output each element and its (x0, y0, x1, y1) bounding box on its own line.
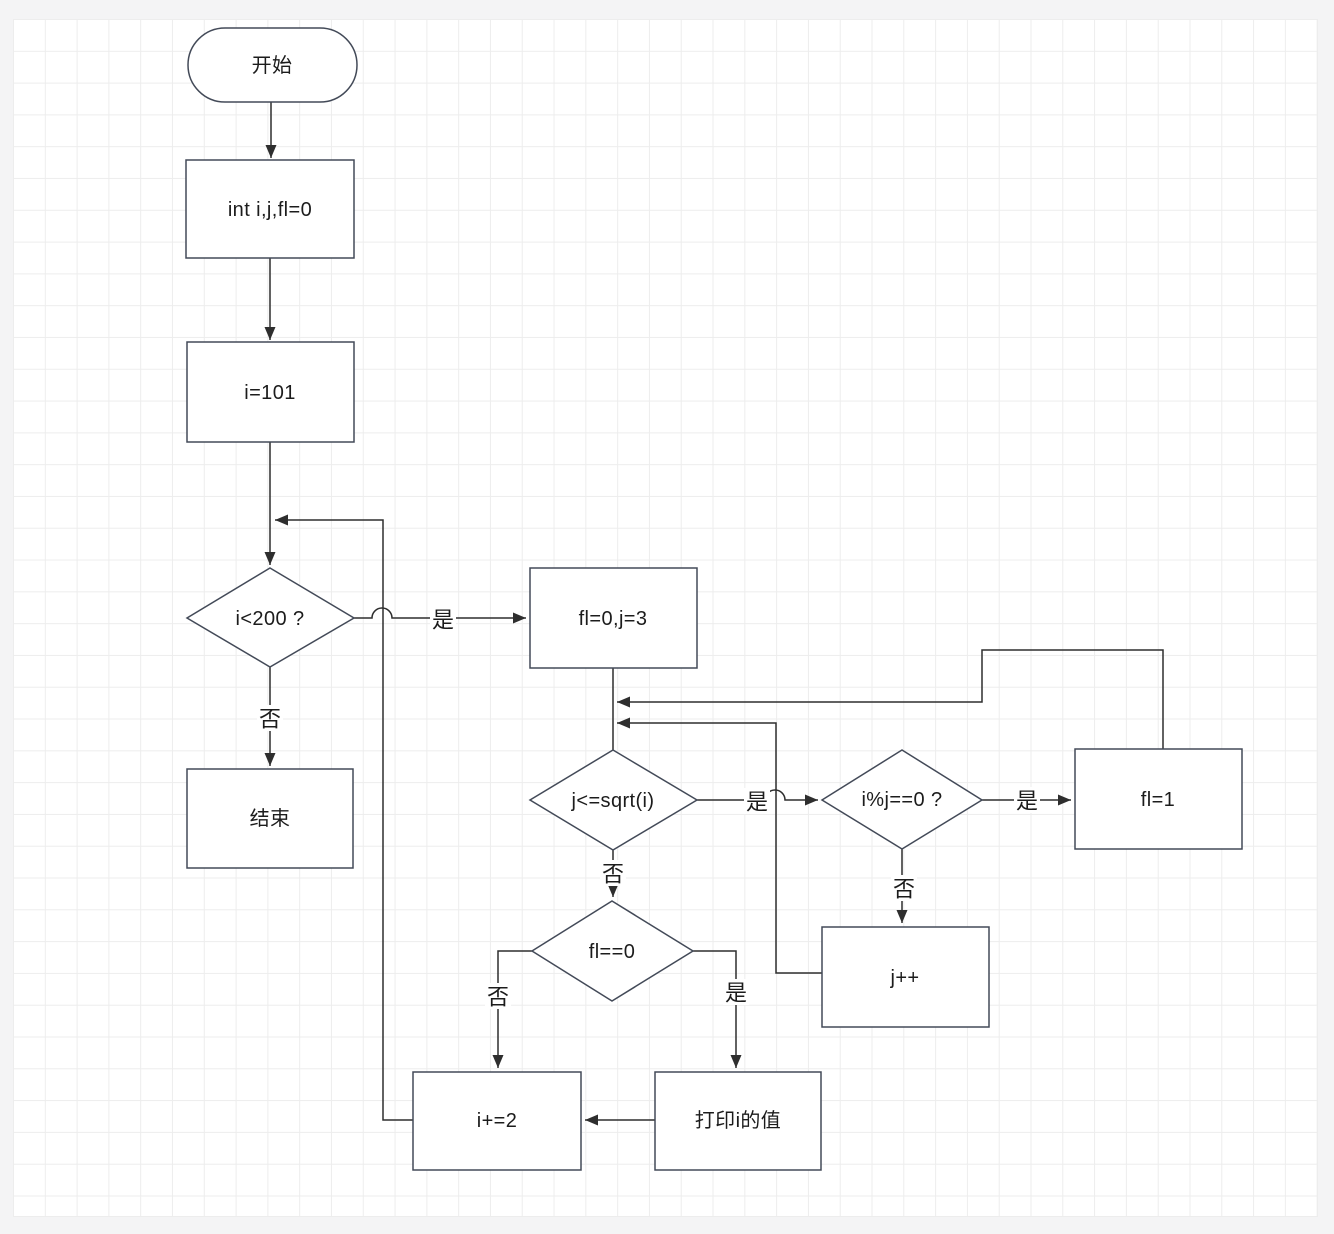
edge-label-yes-flag-text: 是 (725, 981, 747, 1006)
node-inc-j[interactable]: j++ (821, 926, 990, 1028)
nodes: 开始 int i,j,fl=0 i=101 i<200 ? 结束 fl=0,j= (185, 27, 1243, 1171)
cond-i-decision-shape[interactable] (185, 567, 356, 668)
edge-cond-i-yes-reset[interactable] (354, 607, 526, 624)
node-start[interactable]: 开始 (187, 27, 358, 103)
node-cond-mod[interactable]: i%j==0 ? (820, 749, 984, 850)
node-end[interactable]: 结束 (186, 768, 354, 869)
start-terminator-shape[interactable] (187, 27, 358, 103)
edge-label-no-flag-text: 否 (487, 985, 509, 1010)
edge-label-yes-mod: 是 (1014, 787, 1040, 814)
node-reset[interactable]: fl=0,j=3 (529, 567, 698, 669)
edges (264, 102, 1164, 1126)
edge-label-bg (430, 606, 456, 632)
node-cond-flag[interactable]: fl==0 (530, 900, 695, 1002)
inc-i-process-shape[interactable] (412, 1071, 582, 1171)
edge-labels: 是 否 是 否 是 否 是 (257, 606, 1040, 1010)
edge-label-bg (600, 860, 626, 886)
edge-cond-flag-no-inc-i[interactable] (492, 950, 532, 1068)
reset-process-shape[interactable] (529, 567, 698, 669)
edge-set-flag-loopback[interactable] (617, 649, 1164, 749)
node-cond-flag-label: fl==0 (589, 941, 635, 963)
cond-mod-decision-shape[interactable] (820, 749, 984, 850)
edge-label-bg (723, 979, 749, 1005)
node-declare[interactable]: int i,j,fl=0 (185, 159, 355, 259)
node-reset-label: fl=0,j=3 (579, 608, 648, 630)
edge-label-yes-flag: 是 (723, 979, 749, 1006)
node-cond-i-label: i<200 ? (236, 608, 305, 630)
edge-label-yes-mod-text: 是 (1016, 789, 1038, 814)
node-print-label: 打印i的值 (695, 1109, 781, 1132)
init-process-shape[interactable] (186, 341, 355, 443)
edge-label-no-i: 否 (257, 705, 283, 732)
node-init-label: i=101 (244, 382, 296, 404)
node-set-flag-label: fl=1 (1141, 789, 1175, 811)
node-set-flag[interactable]: fl=1 (1074, 748, 1243, 850)
edge-label-bg (1014, 787, 1040, 813)
edge-label-yes-sqrt: 是 (744, 788, 770, 815)
cond-sqrt-decision-shape[interactable] (528, 749, 699, 851)
edge-label-yes-i: 是 (430, 606, 456, 633)
node-print[interactable]: 打印i的值 (654, 1071, 822, 1171)
edge-label-bg (891, 875, 917, 901)
edge-inc-j-loopback[interactable] (617, 717, 822, 974)
edge-label-no-flag: 否 (485, 983, 511, 1010)
node-end-label: 结束 (250, 807, 291, 830)
node-cond-i[interactable]: i<200 ? (185, 567, 356, 668)
node-inc-i[interactable]: i+=2 (412, 1071, 582, 1171)
cond-flag-decision-shape[interactable] (530, 900, 695, 1002)
node-start-label: 开始 (252, 54, 293, 77)
edge-inc-i-loopback[interactable] (275, 514, 413, 1121)
node-inc-j-label: j++ (889, 967, 919, 989)
node-declare-label: int i,j,fl=0 (228, 199, 312, 221)
edge-label-no-i-text: 否 (259, 707, 281, 732)
node-cond-mod-label: i%j==0 ? (861, 789, 942, 811)
print-process-shape[interactable] (654, 1071, 822, 1171)
node-cond-sqrt[interactable]: j<=sqrt(i) (528, 749, 699, 851)
edge-label-no-sqrt: 否 (600, 860, 626, 887)
edge-label-bg (744, 788, 770, 814)
inc-j-process-shape[interactable] (821, 926, 990, 1028)
declare-process-shape[interactable] (185, 159, 355, 259)
node-cond-sqrt-label: j<=sqrt(i) (571, 790, 655, 812)
edge-label-bg (257, 705, 283, 731)
edge-label-yes-sqrt-text: 是 (746, 790, 768, 815)
edge-label-bg (485, 983, 511, 1009)
edge-label-yes-i-text: 是 (432, 608, 454, 633)
edge-cond-flag-yes-print[interactable] (693, 950, 742, 1068)
edge-label-no-mod-text: 否 (893, 877, 915, 902)
edge-label-no-mod: 否 (891, 875, 917, 902)
node-init[interactable]: i=101 (186, 341, 355, 443)
edge-label-no-sqrt-text: 否 (602, 862, 624, 887)
node-inc-i-label: i+=2 (477, 1110, 518, 1132)
set-flag-process-shape[interactable] (1074, 748, 1243, 850)
end-process-shape[interactable] (186, 768, 354, 869)
